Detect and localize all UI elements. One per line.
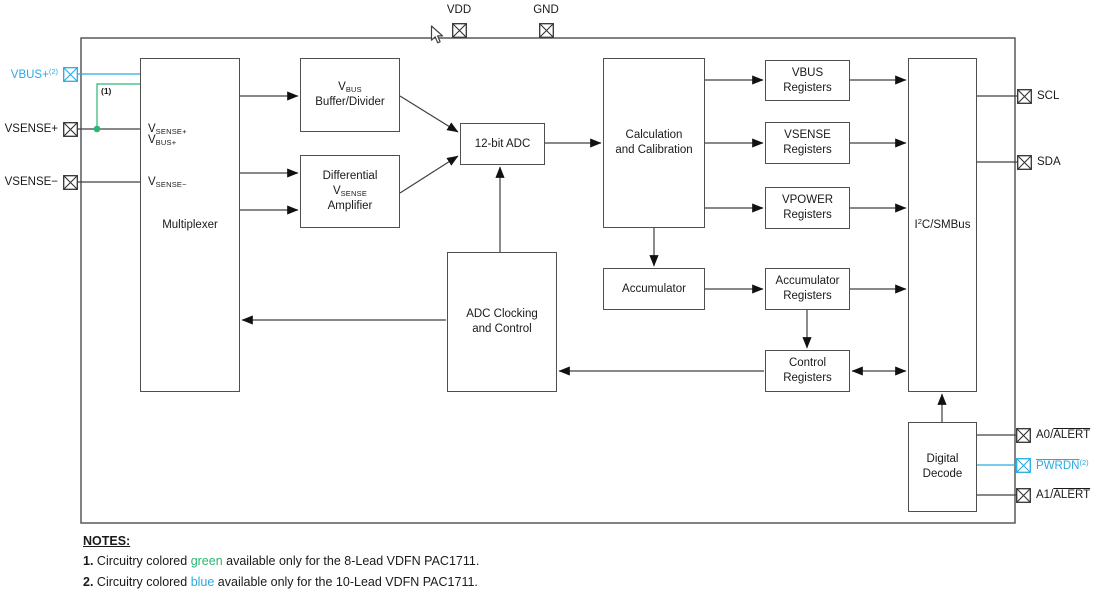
notes-section: NOTES: 1. Circuitry colored green availa… (83, 534, 479, 596)
scl-pin (1017, 88, 1032, 104)
note-2: 2. Circuitry colored blue available only… (83, 575, 478, 589)
gnd-pin (539, 23, 554, 38)
block-accumulator-registers: Accumulator Registers (765, 268, 850, 310)
vsense-minus-pin-label: VSENSE− (4, 176, 58, 188)
a1-alert-pin-label: A1/ALERT (1036, 489, 1091, 501)
block-vsense-registers: VSENSE Registers (765, 122, 850, 164)
green-junction-dot (93, 125, 101, 133)
diff-amp-label-line3: Amplifier (327, 199, 373, 212)
wire-note-1: (1) (101, 86, 112, 96)
calc-label-line2: and Calibration (615, 144, 693, 156)
vbus-buffer-label-line2: Buffer/Divider (315, 96, 385, 108)
vsense-minus-pin-row: VSENSE− (5, 174, 78, 190)
vsense-minus-pin (63, 174, 78, 190)
notes-heading: NOTES: (83, 534, 131, 548)
block-differential-amplifier: Differential VSENSE Amplifier (300, 155, 400, 228)
vbus-registers-line2: Registers (783, 81, 832, 94)
a0-alert-pin-row: A0/ALERT (1016, 427, 1090, 443)
scl-pin-label: SCL (1037, 90, 1060, 102)
a0-alert-pin-label: A0/ALERT (1036, 429, 1091, 441)
block-12bit-adc: 12-bit ADC (460, 123, 545, 165)
vsense-registers-line1: VSENSE (784, 129, 831, 142)
gnd-pin-label: GND (533, 4, 559, 16)
block-control-registers: Control Registers (765, 350, 850, 392)
block-vbus-buffer-divider: VBUS Buffer/Divider (300, 58, 400, 132)
adc-clocking-label-line2: and Control (472, 323, 532, 335)
block-calculation-calibration: Calculation and Calibration (603, 58, 705, 228)
accumulator-registers-line1: Accumulator (775, 275, 840, 288)
adc-label: 12-bit ADC (474, 137, 531, 150)
mux-input-vsense-minus: VSENSE− (148, 176, 187, 189)
block-adc-clocking-control: ADC Clocking and Control (447, 252, 557, 392)
vdd-pin (452, 23, 467, 38)
vpower-registers-line1: VPOWER (781, 194, 834, 207)
vbus-buffer-label-line1: VBUS (338, 81, 362, 95)
pwrdn-pin-label: PWRDN(2) (1036, 458, 1089, 472)
vbus-registers-line1: VBUS (791, 66, 824, 79)
calc-label-line1: Calculation (625, 129, 683, 142)
accumulator-label: Accumulator (622, 282, 686, 295)
multiplexer-label: Multiplexer (162, 219, 218, 231)
vbus-plus-pin-row: VBUS+(2) (11, 66, 78, 82)
pwrdn-pin (1016, 457, 1031, 473)
vbus-plus-pin-label: VBUS+(2) (10, 67, 58, 81)
note-1: 1. Circuitry colored green available onl… (83, 554, 480, 568)
i2c-smbus-label: I2C/SMBus (914, 217, 971, 232)
diff-amp-label-line1: Differential (322, 170, 378, 183)
digital-decode-line2: Decode (922, 468, 963, 480)
accumulator-registers-line2: Registers (783, 290, 832, 302)
block-vbus-registers: VBUS Registers (765, 60, 850, 101)
adc-clocking-label-line1: ADC Clocking (466, 308, 538, 321)
block-digital-decode: Digital Decode (908, 422, 977, 512)
vpower-registers-line2: Registers (783, 209, 832, 221)
sda-pin-row: SDA (1017, 154, 1061, 170)
pwrdn-pin-row: PWRDN(2) (1016, 457, 1089, 473)
block-multiplexer: VBUS+ VSENSE+ VSENSE− Multiplexer (140, 58, 240, 392)
control-registers-line2: Registers (783, 372, 832, 384)
digital-decode-line1: Digital (926, 453, 959, 466)
sda-pin (1017, 154, 1032, 170)
scl-pin-row: SCL (1017, 88, 1059, 104)
control-registers-line1: Control (788, 357, 827, 370)
block-vpower-registers: VPOWER Registers (765, 187, 850, 229)
block-i2c-smbus: I2C/SMBus (908, 58, 977, 392)
mouse-cursor-icon (430, 25, 445, 51)
a0-alert-pin (1016, 427, 1031, 443)
a1-alert-pin-row: A1/ALERT (1016, 487, 1090, 503)
sda-pin-label: SDA (1037, 156, 1061, 168)
chip-boundary (80, 37, 1016, 524)
vsense-plus-pin-label: VSENSE+ (4, 123, 58, 135)
green-jumper-wire (96, 83, 140, 129)
vbus-plus-pin (63, 66, 78, 82)
vsense-registers-line2: Registers (783, 144, 832, 156)
a1-alert-pin (1016, 487, 1031, 503)
vsense-plus-pin-row: VSENSE+ (5, 121, 78, 137)
vdd-pin-label: VDD (446, 4, 472, 16)
vsense-plus-pin (63, 121, 78, 137)
diff-amp-label-line2: VSENSE (332, 185, 368, 199)
mux-input-vsense-plus: VSENSE+ (148, 123, 187, 136)
block-accumulator: Accumulator (603, 268, 705, 310)
mux-input-vbus: VBUS+ (148, 134, 177, 147)
